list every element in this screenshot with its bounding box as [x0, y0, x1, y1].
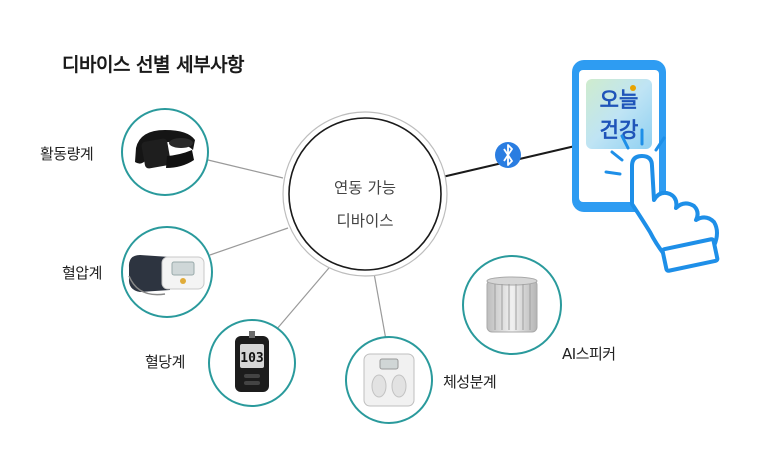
connector-bp — [209, 227, 289, 256]
center-hub-label: 연동 가능 디바이스 — [290, 172, 440, 238]
ai-speaker-icon — [462, 255, 562, 355]
app-accent-dot — [630, 85, 636, 91]
app-tile — [586, 79, 652, 149]
connector-band — [207, 159, 284, 179]
center-hub-line1: 연동 가능 — [334, 179, 396, 197]
device-label-glucose: 혈당계 — [145, 353, 185, 371]
pointing-hand-icon — [604, 128, 720, 273]
center-hub — [282, 111, 448, 277]
body-scale-icon — [345, 336, 433, 424]
fitness-band-icon — [121, 108, 209, 196]
app-title-line1: 오늘 — [600, 88, 639, 112]
device-label-activity: 활동량계 — [40, 145, 94, 163]
center-hub-line2: 디바이스 — [336, 212, 394, 230]
device-label-scale: 체성분계 — [443, 373, 497, 391]
glucose-reading: 103 — [240, 351, 263, 366]
blood-pressure-monitor-icon — [121, 226, 213, 318]
diagram-title: 디바이스 선별 세부사항 — [62, 54, 245, 76]
device-label-bp: 혈압계 — [62, 264, 102, 282]
app-title-line2: 건강 — [600, 118, 639, 142]
glucose-meter-icon — [208, 319, 296, 407]
device-label-speaker: AI스피커 — [562, 345, 616, 363]
bluetooth-icon — [495, 142, 521, 168]
